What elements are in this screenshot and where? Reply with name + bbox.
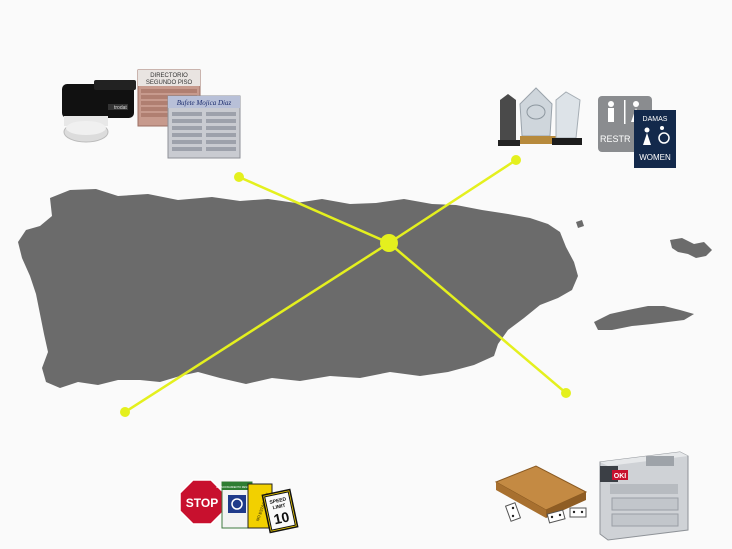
directory-title: DIRECTORIO — [150, 73, 188, 79]
stop-label: STOP — [186, 496, 218, 510]
puerto-rico-main-island — [18, 189, 578, 388]
directory-subtitle: SEGUNDO PISO — [146, 80, 193, 86]
connector-line-se — [388, 242, 567, 394]
speed-value: 10 — [272, 508, 291, 527]
vieques-island — [594, 306, 694, 330]
connector-line-nw — [238, 175, 390, 245]
speed-limit-line1: SPEED — [269, 496, 287, 505]
stop-sign: STOP — [179, 479, 225, 525]
connector-line-sw — [124, 241, 390, 414]
speed-limit-sign: SPEED LIMIT 10 — [261, 488, 299, 534]
sign-bottom-text: WOMEN — [639, 153, 671, 162]
office-directory-sign: Bufete Mojica Diaz — [167, 95, 241, 159]
endpoint-ne[interactable] — [511, 155, 521, 165]
reserved-parking-sign: ESTACIONAMIENTO RESERVADO — [216, 481, 258, 529]
award-plaques — [498, 87, 582, 146]
damas-women-sign: DAMAS WOMEN — [634, 110, 676, 168]
sign-top-text: DAMAS — [643, 116, 668, 123]
self-inking-stamp: trodat — [62, 80, 136, 143]
restroom-sign-label: RESTR — [600, 134, 631, 144]
endpoint-se[interactable] — [561, 388, 571, 398]
endpoint-nw[interactable] — [234, 172, 244, 182]
stamp-brand: trodat — [114, 105, 127, 111]
hub-node-icon — [380, 234, 398, 252]
parking-reserved-text: ESTACIONAMIENTO RESERVADO — [216, 485, 258, 489]
stamp-and-directory-icon[interactable]: trodat DIRECTORIO SEGUNDO PISO Bufete Mo… — [62, 69, 241, 159]
printer-brand: OKI — [614, 473, 627, 480]
traffic-signs-icon[interactable]: STOP ESTACIONAMIENTO RESERVADO NO ESTACI… — [179, 479, 299, 534]
domino-box — [494, 465, 588, 524]
laser-printer: OKI — [599, 451, 689, 541]
islet — [576, 220, 584, 228]
endpoint-sw[interactable] — [120, 407, 130, 417]
culebra-island — [670, 238, 712, 258]
dominoes-and-printer-icon[interactable]: OKI — [494, 451, 689, 541]
speed-limit-line2: LIMIT — [272, 503, 286, 512]
awards-and-restroom-signs-icon[interactable]: RESTR DAMAS WOMEN — [498, 87, 676, 168]
connector-line-ne — [388, 158, 517, 245]
office-sign-title: Bufete Mojica Diaz — [177, 99, 232, 107]
